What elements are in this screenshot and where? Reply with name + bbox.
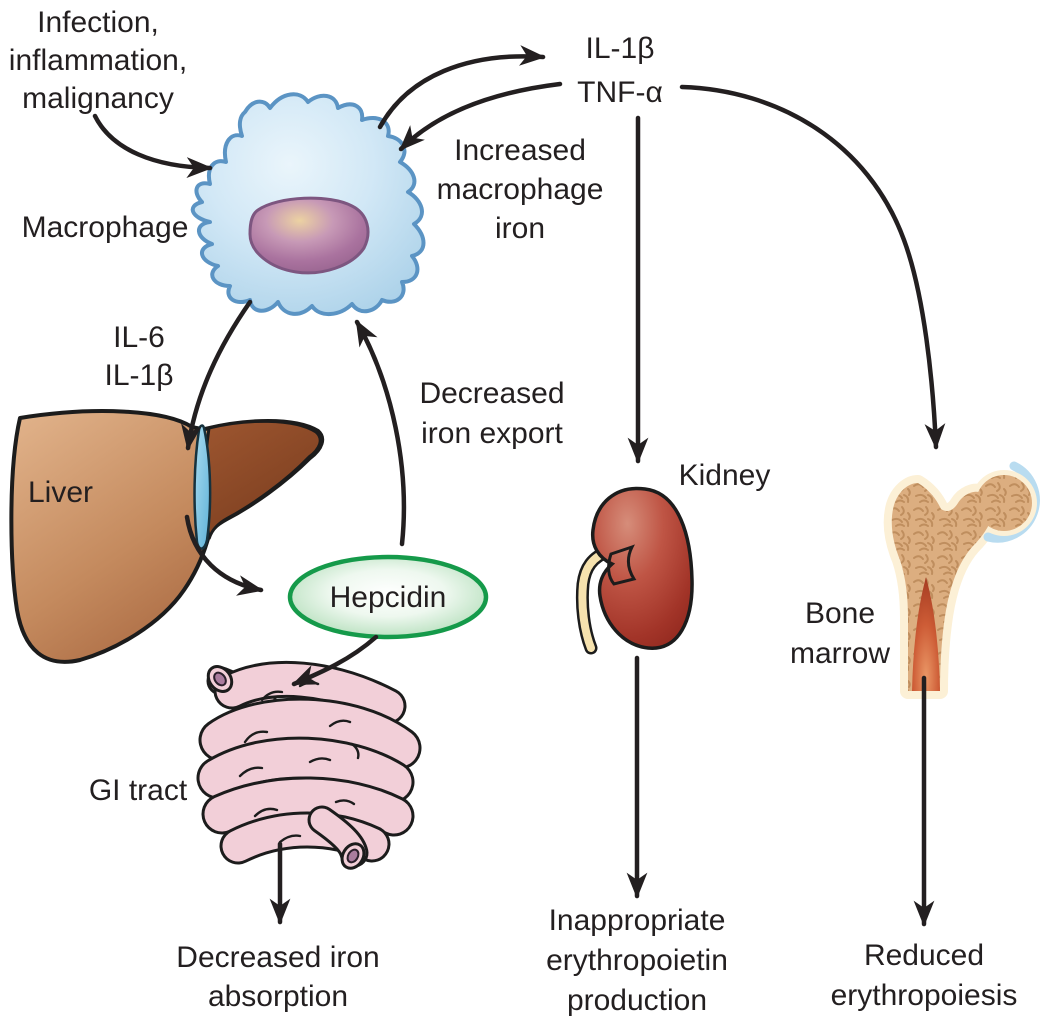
hepcidin-pill <box>287 554 489 640</box>
label-reduced-line2: erythropoiesis <box>830 979 1018 1012</box>
label-epo-line3: production <box>566 984 708 1017</box>
gallbladder-illustration <box>193 424 212 550</box>
macrophage-illustration <box>190 92 426 316</box>
label-infection-line2: inflammation, <box>8 44 188 77</box>
macrophage-nucleus <box>248 196 370 275</box>
label-bone-marrow-line1: Bone <box>804 597 876 630</box>
label-inappropriate-epo: Inappropriate erythropoietin production <box>518 901 756 1017</box>
arrow-cytokines-to-macrophage <box>398 81 563 152</box>
gi-tract-illustration <box>196 660 422 870</box>
arrow-trigger-to-macrophage <box>92 113 213 178</box>
label-decreased-export-line1: Decreased <box>419 377 565 410</box>
arrow-hepcidin-to-gi <box>291 634 379 687</box>
label-tnf-alpha: TNF-α <box>577 76 663 109</box>
label-increased-macrophage-iron: Increased macrophage iron <box>410 131 630 248</box>
label-il6: IL-6 <box>113 321 165 354</box>
label-infection-line3: malignancy <box>22 82 174 115</box>
label-decreased-iron-absorption: Decreased iron absorption <box>158 938 398 1016</box>
intestine-opening-top <box>206 665 234 693</box>
label-decreased-absorption-line1: Decreased iron <box>176 941 380 974</box>
label-il1b-top: IL-1β <box>585 32 655 65</box>
label-kidney: Kidney <box>678 459 771 492</box>
liver-illustration <box>9 409 325 664</box>
label-increased-iron-line1: Increased <box>454 134 586 167</box>
label-gi-tract: GI tract <box>88 774 188 807</box>
label-bone-marrow: Bone marrow <box>776 594 904 674</box>
label-epo-line1: Inappropriate <box>548 904 726 937</box>
label-reduced-line1: Reduced <box>863 939 985 972</box>
arrow-liver-to-hepcidin <box>184 514 264 596</box>
label-decreased-export-line2: iron export <box>421 417 563 450</box>
label-increased-iron-line2: macrophage <box>436 173 604 206</box>
red-marrow-illustration <box>912 577 940 691</box>
label-liver: Liver <box>28 476 94 509</box>
intestine-opening-bottom <box>340 842 366 870</box>
femoral-head-illustration <box>976 475 1032 531</box>
label-decreased-iron-export: Decreased iron export <box>392 374 592 454</box>
label-decreased-absorption-line2: absorption <box>207 980 349 1013</box>
arrow-hepcidin-to-macrophage <box>354 319 407 547</box>
label-macrophage: Macrophage <box>21 211 189 244</box>
arrow-macrophage-to-cytokines <box>377 45 546 130</box>
renal-pelvis-detail <box>607 544 637 586</box>
kidney-illustration <box>575 486 694 655</box>
label-hepcidin: Hepcidin <box>329 581 447 614</box>
label-infection-trigger: Infection, inflammation, malignancy <box>0 4 196 118</box>
label-epo-line2: erythropoietin <box>546 944 728 977</box>
label-infection-line1: Infection, <box>37 6 159 39</box>
ureter-illustration <box>575 544 616 655</box>
label-il1b-liver: IL-1β <box>104 359 174 392</box>
label-il6-il1b: IL-6 IL-1β <box>78 319 200 395</box>
label-bone-marrow-line2: marrow <box>789 637 890 670</box>
arrow-tnf-to-bone <box>679 84 946 450</box>
arrow-macrophage-to-liver <box>181 299 253 451</box>
label-reduced-erythropoiesis: Reduced erythropoiesis <box>802 936 1046 1016</box>
bone-illustration <box>883 461 1040 699</box>
label-increased-iron-line3: iron <box>494 212 546 245</box>
